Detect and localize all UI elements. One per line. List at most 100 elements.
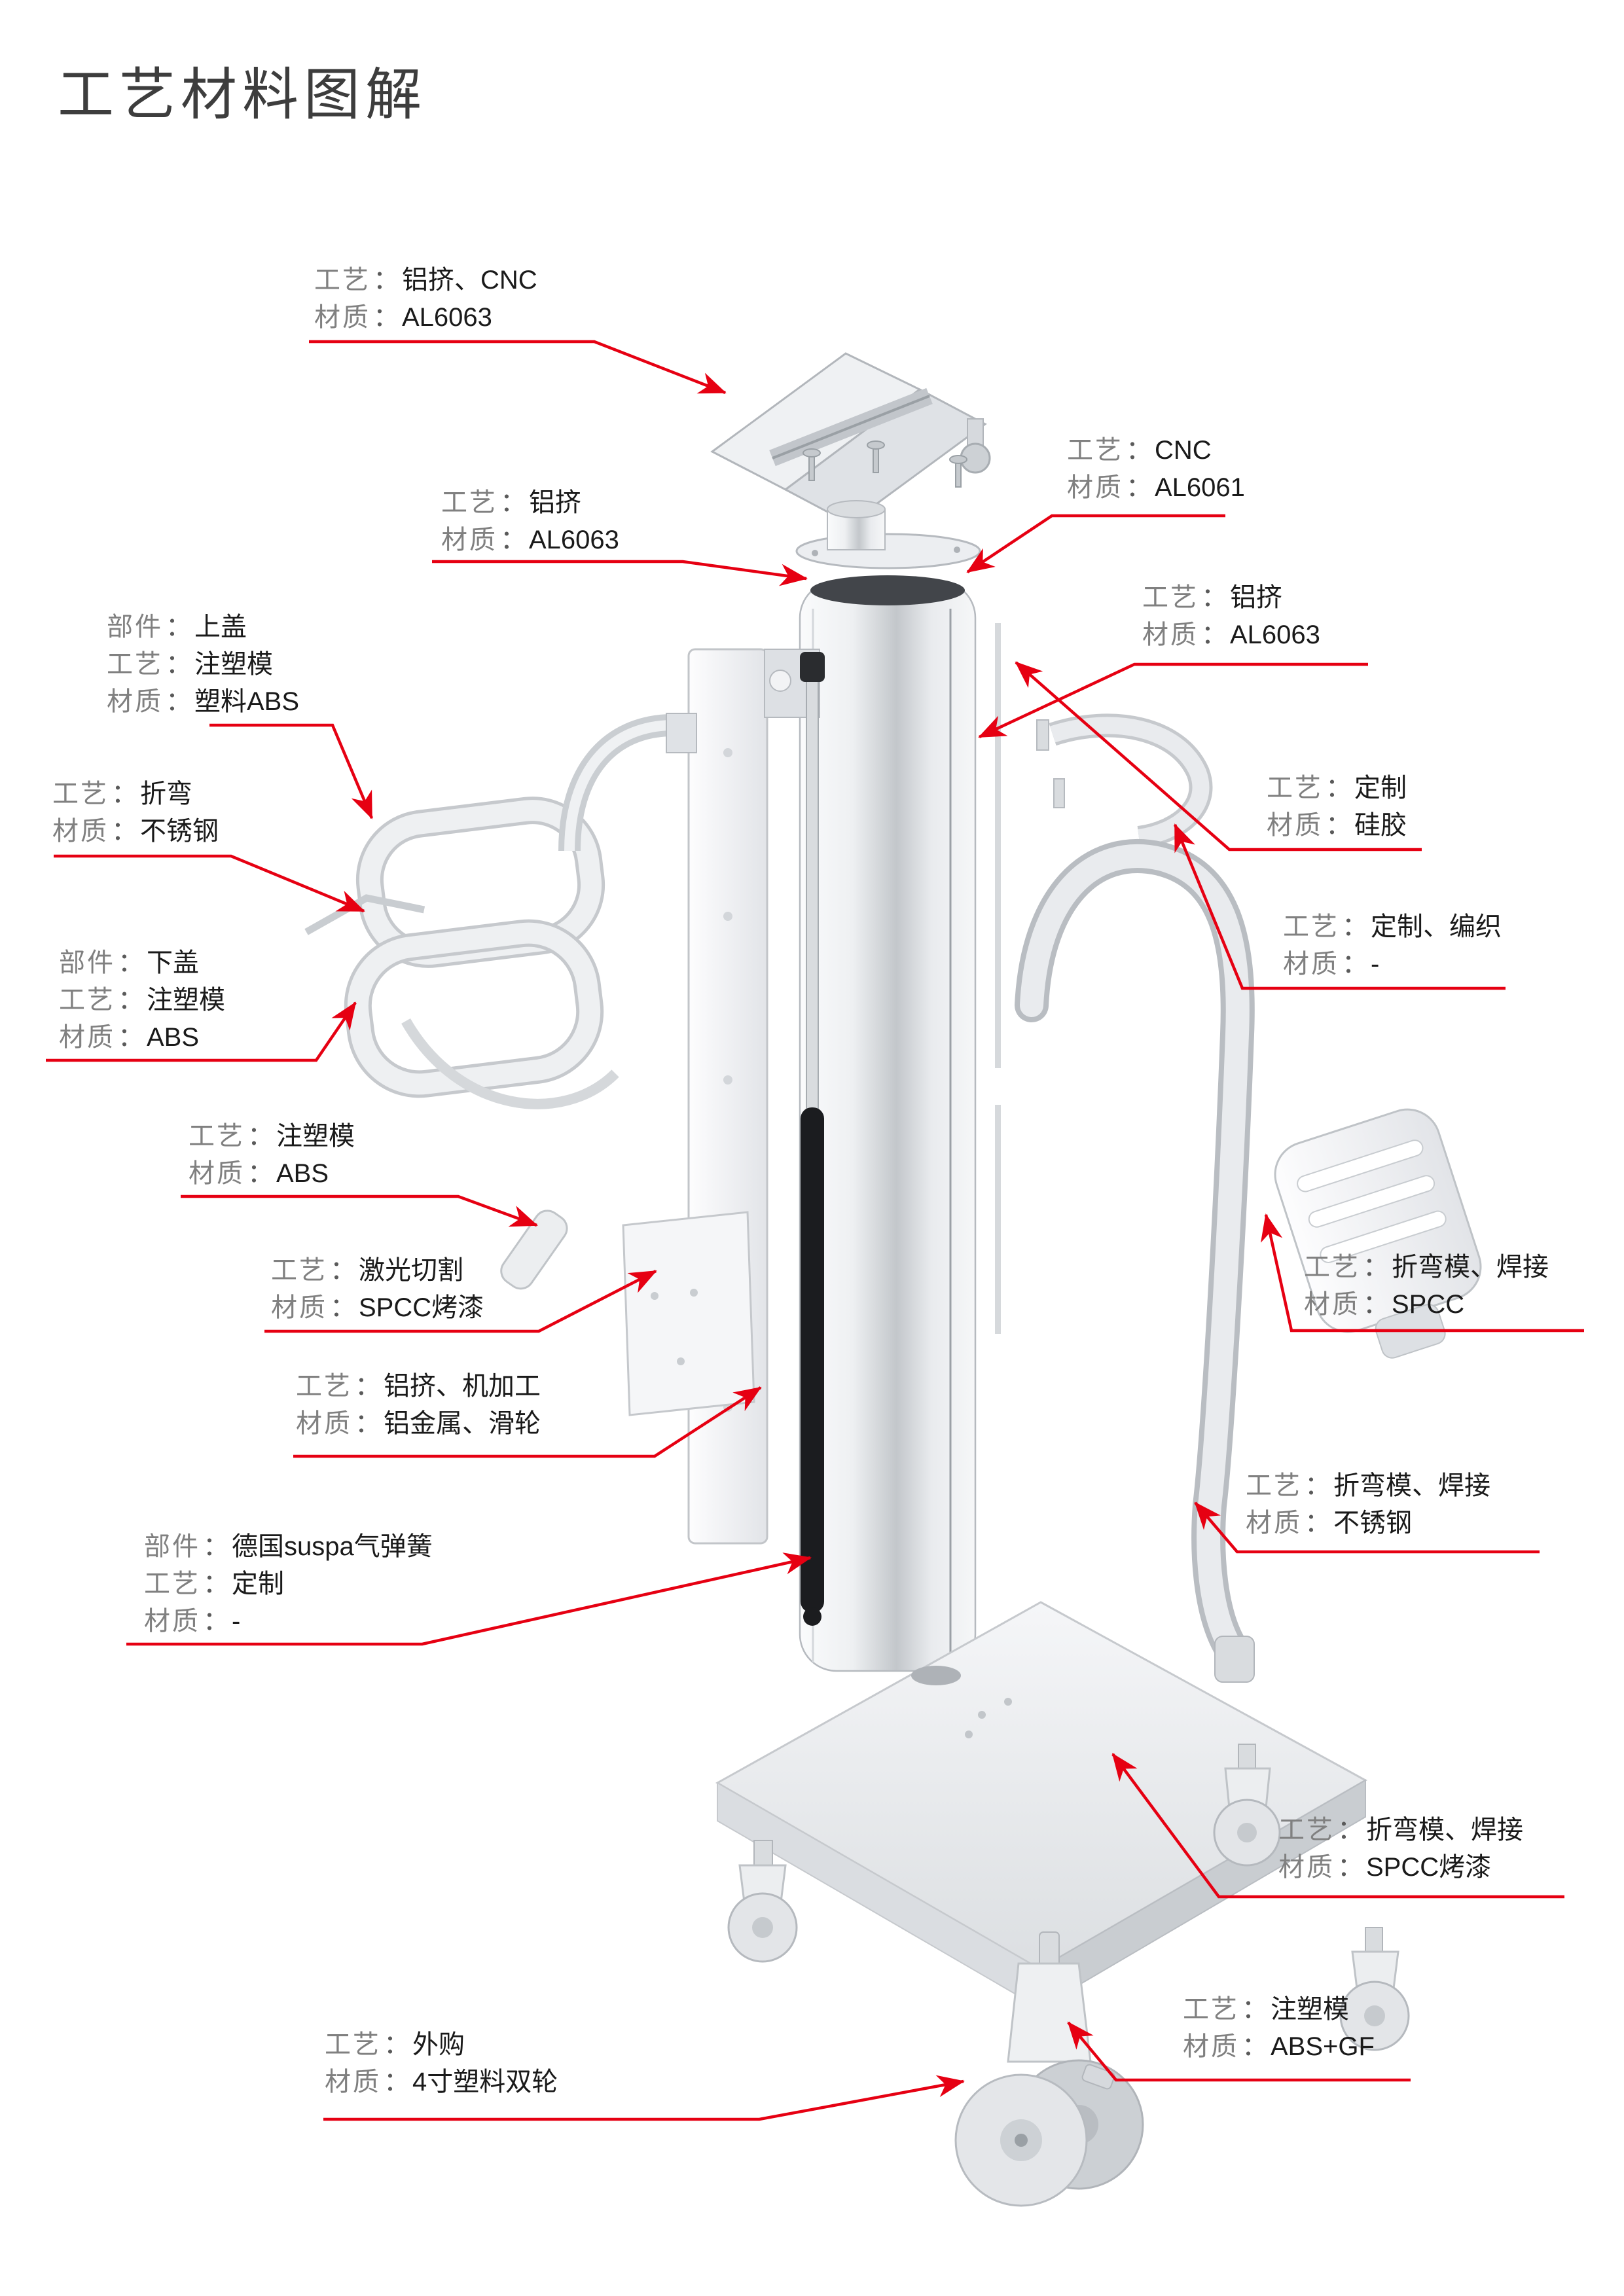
annotation-field-value: 铝挤 (529, 488, 581, 517)
part-front-caster (954, 1931, 1144, 2207)
annotation-field-value: 折弯模、焊接 (1392, 1253, 1549, 1282)
annotation-line: 工艺：定制 (1267, 770, 1407, 807)
annotation-backrest: 工艺：折弯模、焊接材质：SPCC (1304, 1249, 1549, 1323)
annotation-line: 部件：上盖 (107, 609, 299, 646)
leader-slider-column (293, 1386, 762, 1458)
annotation-field-value: 不锈钢 (1333, 1509, 1412, 1537)
annotation-field-value: AL6063 (1230, 620, 1320, 649)
annotation-line: 工艺：外购 (325, 2026, 558, 2064)
leader-backrest (1261, 1213, 1584, 1333)
annotation-field-label: 工艺 (1304, 1253, 1360, 1282)
annotation-colon: ： (1363, 1290, 1389, 1319)
annotation-field-label: 工艺 (189, 1122, 245, 1151)
annotation-colon: ： (1201, 620, 1227, 649)
annotation-colon: ： (1337, 1853, 1363, 1882)
annotation-field-value: - (232, 1607, 241, 1636)
annotation-field-label: 材质 (1246, 1509, 1302, 1537)
annotation-field-value: 折弯 (140, 780, 192, 808)
annotation-field-value: SPCC烤漆 (1366, 1853, 1492, 1882)
annotation-colon: ： (118, 986, 144, 1014)
annotation-field-label: 材质 (189, 1159, 245, 1188)
annotation-field-label: 材质 (1183, 2032, 1239, 2061)
annotation-field-value: 注塑模 (276, 1122, 355, 1151)
annotation-colon: ： (118, 1023, 144, 1052)
annotation-field-value: 上盖 (194, 613, 247, 641)
annotation-line: 材质：ABS (59, 1019, 225, 1056)
annotation-field-label: 工艺 (325, 2030, 381, 2059)
annotation-line: 材质：SPCC烤漆 (1278, 1849, 1523, 1886)
part-screws (803, 440, 967, 488)
annotation-field-label: 工艺 (441, 488, 497, 517)
annotation-field-value: 塑料ABS (194, 687, 300, 716)
annotation-line: 部件：下盖 (59, 944, 225, 982)
annotation-field-value: 注塑模 (194, 650, 273, 679)
annotation-line: 材质：硅胶 (1267, 807, 1407, 844)
annotation-colon: ： (1126, 473, 1152, 502)
annotation-field-value: 定制 (1354, 774, 1407, 802)
annotation-main-column: 工艺：铝挤材质：AL6063 (1142, 579, 1320, 654)
annotation-line: 工艺：CNC (1067, 432, 1245, 469)
annotation-field-label: 工艺 (1283, 912, 1339, 941)
annotation-field-label: 工艺 (59, 986, 115, 1014)
annotation-colon: ： (166, 613, 192, 641)
annotation-line: 材质：ABS (189, 1155, 355, 1193)
annotation-field-label: 工艺 (107, 650, 163, 679)
part-backrest (1274, 1108, 1482, 1359)
annotation-field-label: 工艺 (1267, 774, 1323, 802)
annotation-field-label: 材质 (1304, 1290, 1360, 1319)
annotation-line: 材质：- (1283, 946, 1502, 983)
leader-silicone (1015, 661, 1422, 852)
annotation-colon: ： (1126, 436, 1152, 465)
annotation-top-cover: 部件：上盖工艺：注塑模材质：塑料ABS (107, 609, 299, 721)
annotation-field-label: 工艺 (1246, 1471, 1302, 1500)
annotation-colon: ： (203, 1570, 229, 1598)
annotation-push-handle: 工艺：折弯模、焊接材质：不锈钢 (1246, 1467, 1490, 1542)
annotation-field-label: 材质 (296, 1409, 352, 1438)
annotation-colon: ： (247, 1159, 274, 1188)
annotation-line: 工艺：注塑模 (1183, 1991, 1375, 2028)
annotation-colon: ： (118, 948, 144, 977)
annotation-field-label: 材质 (1278, 1853, 1335, 1882)
annotation-colon: ： (203, 1532, 229, 1561)
annotation-colon: ： (166, 650, 192, 679)
annotation-field-label: 工艺 (271, 1256, 327, 1285)
annotation-field-label: 材质 (314, 303, 370, 332)
leader-bent-steel (54, 854, 365, 913)
annotation-field-value: SPCC烤漆 (359, 1293, 484, 1322)
part-silicone-strip (995, 623, 1001, 1334)
annotation-strap: 工艺：定制、编织材质：- (1283, 908, 1502, 983)
annotation-field-label: 材质 (1283, 950, 1339, 978)
annotation-line: 工艺：铝挤 (1142, 579, 1320, 617)
annotation-field-label: 工艺 (144, 1570, 200, 1598)
annotation-silicone: 工艺：定制材质：硅胶 (1267, 770, 1407, 844)
annotation-field-value: AL6063 (529, 526, 619, 554)
annotation-field-value: 下盖 (147, 948, 199, 977)
annotation-bottom-cover: 部件：下盖工艺：注塑模材质：ABS (59, 944, 225, 1056)
annotation-field-value: - (1371, 950, 1380, 978)
annotation-line: 材质：SPCC烤漆 (271, 1289, 484, 1327)
annotation-line: 材质：不锈钢 (52, 813, 219, 850)
annotation-field-label: 材质 (107, 687, 163, 716)
annotation-line: 部件：德国suspa气弹簧 (144, 1528, 433, 1566)
annotation-field-value: 铝挤 (1230, 583, 1282, 612)
annotation-field-value: 铝金属、滑轮 (384, 1409, 541, 1438)
annotation-colon: ： (1242, 2032, 1268, 2061)
annotation-colon: ： (330, 1256, 356, 1285)
leader-gas-spring (126, 1552, 812, 1646)
annotation-field-value: ABS (276, 1159, 329, 1188)
annotation-line: 工艺：注塑模 (189, 1118, 355, 1155)
annotation-line: 工艺：折弯模、焊接 (1246, 1467, 1490, 1505)
annotation-colon: ： (1201, 583, 1227, 612)
annotation-line: 工艺：注塑模 (107, 646, 299, 683)
leader-wheel (323, 2075, 965, 2121)
annotation-colon: ： (203, 1607, 229, 1636)
part-bent-steel-rod (304, 894, 425, 935)
leader-column-top-section (432, 560, 808, 586)
annotation-field-value: 外购 (412, 2030, 465, 2059)
annotation-colon: ： (1342, 912, 1368, 941)
annotation-field-label: 工艺 (1278, 1816, 1335, 1844)
annotation-line: 材质：SPCC (1304, 1286, 1549, 1323)
annotation-field-value: 不锈钢 (140, 817, 219, 846)
